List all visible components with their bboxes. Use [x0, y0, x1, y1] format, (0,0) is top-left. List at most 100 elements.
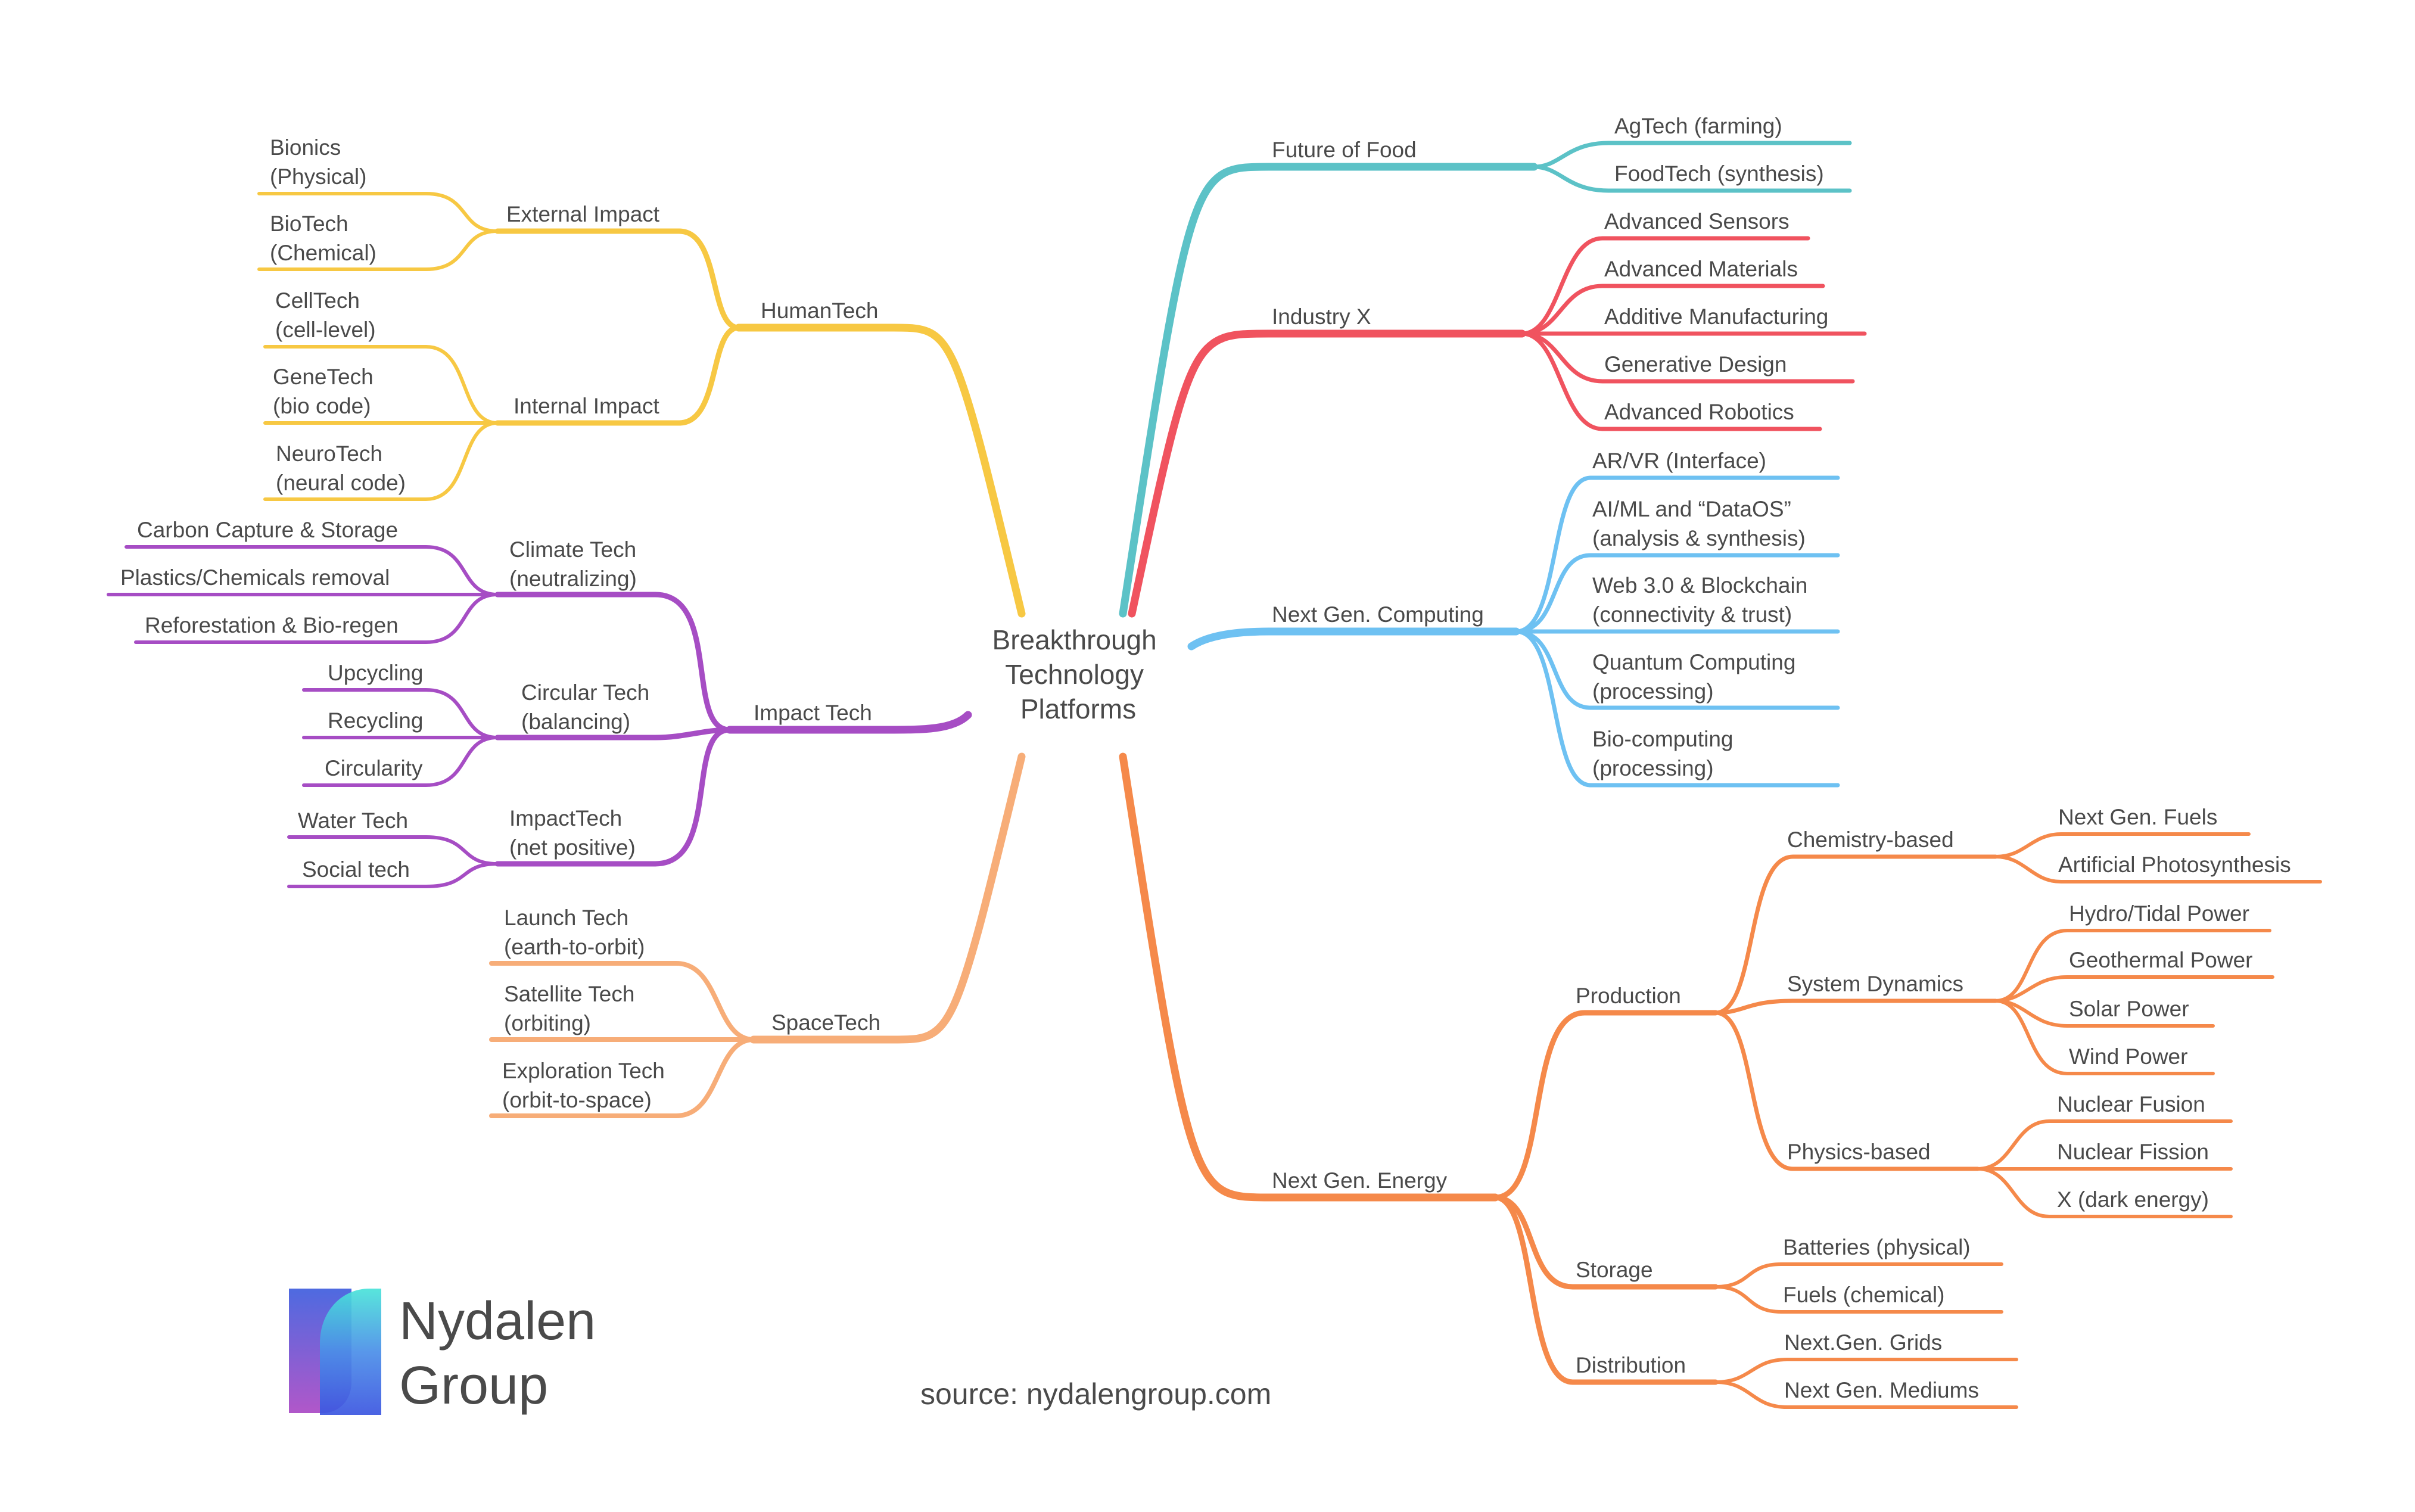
computing-branch: Next Gen. Computing AR/VR (Interface) AI… — [1272, 449, 1814, 780]
biotech-label: BioTech (Chemical) — [270, 211, 376, 265]
genetech-label: GeneTech (bio code) — [273, 365, 379, 418]
next-gen-grids-connector — [1714, 1358, 2018, 1384]
quantum-connector — [1514, 629, 1840, 710]
recycling-label: Recycling — [328, 708, 423, 733]
center-line: Breakthrough — [992, 624, 1157, 655]
launch-tech-connector — [489, 961, 756, 1042]
advanced-materials-label: Advanced Materials — [1604, 257, 1798, 281]
advanced-robotics-connector — [1520, 331, 1822, 431]
internal-impact-connector — [494, 325, 742, 426]
production-connector — [1492, 1010, 1719, 1200]
industry-x-label: Industry X — [1272, 304, 1371, 329]
solar-power-label: Solar Power — [2069, 997, 2189, 1021]
next-gen-fuels-label: Next Gen. Fuels — [2058, 805, 2217, 829]
food-connectors — [1119, 141, 1852, 618]
bionics-label: Bionics (Physical) — [270, 135, 366, 189]
center-topic: Breakthrough Technology Platforms — [992, 624, 1165, 724]
impact-tech-label: Impact Tech — [754, 701, 872, 725]
social-tech-label: Social tech — [302, 857, 410, 882]
climate-tech-connector — [494, 592, 733, 733]
energy-connectors — [1119, 752, 2322, 1409]
impact-trunk — [726, 711, 972, 734]
advanced-sensors-label: Advanced Sensors — [1604, 209, 1790, 234]
impact-connectors — [107, 545, 972, 888]
nuclear-fusion-connector — [1976, 1119, 2233, 1171]
storage-label: Storage — [1576, 1258, 1653, 1282]
advanced-robotics-label: Advanced Robotics — [1604, 400, 1794, 424]
exploration-tech-label: Exploration Tech (orbit-to-space) — [502, 1059, 671, 1112]
aiml-label: AI/ML and “DataOS” (analysis & synthesis… — [1592, 497, 1806, 550]
spacetech-label: SpaceTech — [771, 1010, 880, 1035]
impacttech-label: ImpactTech (net positive) — [509, 806, 636, 860]
nydalen-logo-text: Nydalen Group — [399, 1292, 611, 1415]
x-dark-energy-label: X (dark energy) — [2057, 1187, 2209, 1212]
chemistry-based-label: Chemistry-based — [1787, 827, 1954, 852]
fuels-chemical-label: Fuels (chemical) — [1783, 1283, 1944, 1307]
impact-branch: Impact Tech Climate Tech (neutralizing) … — [120, 518, 872, 882]
next-gen-mediums-connector — [1714, 1380, 2018, 1409]
fuels-chemical-connector — [1714, 1285, 2003, 1314]
energy-label: Next Gen. Energy — [1272, 1168, 1448, 1193]
space-branch: SpaceTech Launch Tech (earth-to-orbit) S… — [502, 906, 880, 1112]
neurotech-connector — [263, 421, 499, 501]
energy-branch: Next Gen. Energy Production Storage Dist… — [1272, 805, 2291, 1402]
computing-label: Next Gen. Computing — [1272, 602, 1484, 627]
artificial-photosynthesis-label: Artificial Photosynthesis — [2058, 853, 2291, 877]
industry-branch: Industry X Advanced Sensors Advanced Mat… — [1272, 209, 1828, 424]
nuclear-fission-label: Nuclear Fission — [2057, 1140, 2209, 1164]
social-tech-connector — [287, 862, 499, 888]
celltech-connector — [263, 345, 499, 425]
upcycling-connector — [302, 688, 499, 739]
biotech-connector — [257, 229, 499, 271]
computing-connectors — [1187, 475, 1840, 788]
space-trunk — [749, 752, 1026, 1044]
quantum-label: Quantum Computing (processing) — [1592, 650, 1802, 704]
climate-tech-label: Climate Tech (neutralizing) — [509, 537, 642, 591]
plastics-label: Plastics/Chemicals removal — [120, 565, 390, 590]
exploration-tech-connector — [489, 1037, 756, 1118]
arvr-label: AR/VR (Interface) — [1592, 449, 1766, 473]
nydalen-logo-mark — [289, 1289, 381, 1415]
circularity-connector — [302, 736, 499, 787]
next-gen-fuels-connector — [1994, 832, 2251, 858]
food-trunk — [1119, 163, 1538, 618]
aiml-connector — [1514, 553, 1840, 634]
advanced-materials-connector — [1520, 284, 1825, 336]
hydro-connector — [1994, 929, 2271, 1003]
additive-manufacturing-label: Additive Manufacturing — [1604, 304, 1828, 329]
system-dynamics-connector — [1713, 998, 1998, 1015]
biocomputing-connector — [1514, 629, 1840, 788]
water-tech-connector — [287, 835, 499, 866]
water-tech-label: Water Tech — [298, 808, 408, 833]
agtech-label: AgTech (farming) — [1614, 114, 1782, 138]
industry-trunk — [1128, 329, 1526, 618]
humantech-branch: HumanTech External Impact Internal Impac… — [270, 135, 878, 495]
future-of-food-label: Future of Food — [1272, 138, 1417, 162]
source-text: source: nydalengroup.com — [920, 1377, 1271, 1411]
batteries-label: Batteries (physical) — [1783, 1235, 1971, 1259]
geothermal-label: Geothermal Power — [2069, 948, 2252, 972]
impacttech-connector — [494, 727, 733, 867]
industry-connectors — [1128, 236, 1867, 618]
celltech-label: CellTech (cell-level) — [275, 288, 376, 342]
artificial-photosynthesis-connector — [1994, 855, 2322, 883]
foodtech-label: FoodTech (synthesis) — [1614, 161, 1824, 186]
space-connectors — [489, 752, 1026, 1118]
bionics-connector — [257, 192, 499, 233]
center-line: Platforms — [1020, 693, 1136, 724]
reforestation-label: Reforestation & Bio-regen — [145, 613, 399, 637]
humantech-connectors — [257, 192, 1026, 618]
x-dark-energy-connector — [1976, 1167, 2233, 1218]
humantech-label: HumanTech — [761, 298, 878, 323]
chemistry-connector — [1713, 854, 1998, 1015]
satellite-tech-label: Satellite Tech (orbiting) — [504, 982, 641, 1035]
circular-tech-label: Circular Tech (balancing) — [521, 680, 656, 734]
external-impact-connector — [494, 228, 742, 331]
connectors — [107, 141, 2322, 1409]
humantech-trunk — [735, 323, 1026, 618]
nydalen-logo: Nydalen Group — [289, 1289, 611, 1415]
next-gen-grids-label: Next.Gen. Grids — [1784, 1330, 1942, 1355]
physics-connector — [1713, 1010, 1980, 1171]
web3-label: Web 3.0 & Blockchain (connectivity & tru… — [1592, 573, 1814, 627]
